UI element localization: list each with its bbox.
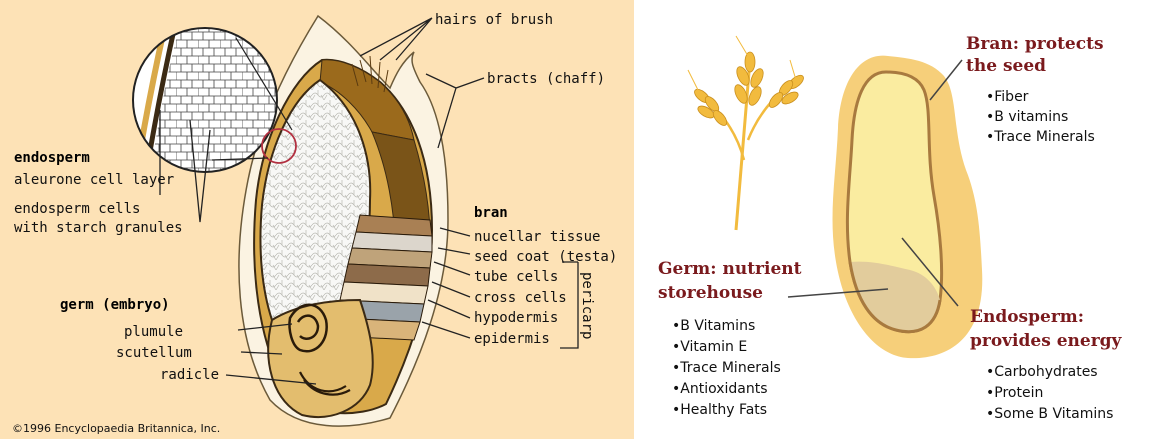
- label-aleurone: aleurone cell layer: [14, 172, 174, 188]
- germ-item: •Healthy Fats: [672, 402, 767, 418]
- label-plumule: plumule: [124, 324, 183, 340]
- bran-item: •B vitamins: [986, 109, 1068, 125]
- germ-heading-line2: storehouse: [658, 283, 763, 303]
- label-scutellum: scutellum: [116, 345, 192, 361]
- label-seed-coat: seed coat (testa): [474, 249, 617, 265]
- label-tube-cells: tube cells: [474, 269, 558, 285]
- label-radicle: radicle: [160, 367, 219, 383]
- kernel-nutrition-illustration: Bran: protects the seed •Fiber •B vitami…: [640, 0, 1155, 439]
- germ-region: [268, 300, 373, 417]
- germ-heading-line1: Germ: nutrient: [658, 259, 802, 279]
- label-cross-cells: cross cells: [474, 290, 567, 306]
- endosperm-item: •Some B Vitamins: [986, 406, 1113, 422]
- label-endosperm-cells-line2: with starch granules: [14, 220, 183, 236]
- bran-item: •Fiber: [986, 89, 1029, 105]
- bran-item: •Trace Minerals: [986, 129, 1095, 145]
- germ-item: •B Vitamins: [672, 318, 755, 334]
- wheat-kernel-nutrition-diagram: Bran: protects the seed •Fiber •B vitami…: [640, 0, 1155, 439]
- label-bran: bran: [474, 205, 508, 221]
- bran-heading-line1: Bran: protects: [966, 34, 1104, 54]
- wheat-kernel-cross-section-diagram: hairs of brush bracts (chaff) endosperm …: [0, 0, 634, 439]
- copyright-notice: ©1996 Encyclopaedia Britannica, Inc.: [12, 422, 220, 435]
- label-endosperm-cells-line1: endosperm cells: [14, 201, 140, 217]
- endosperm-heading-line1: Endosperm:: [970, 307, 1084, 327]
- label-hypodermis: hypodermis: [474, 310, 558, 326]
- germ-item: •Trace Minerals: [672, 360, 781, 376]
- kernel-illustration: hairs of brush bracts (chaff) endosperm …: [0, 0, 634, 439]
- label-bracts: bracts (chaff): [487, 71, 605, 87]
- label-pericarp: pericarp: [579, 272, 595, 339]
- wheat-stalk-icon: [688, 36, 806, 230]
- germ-item: •Antioxidants: [672, 381, 768, 397]
- label-endosperm: endosperm: [14, 150, 90, 166]
- germ-item: •Vitamin E: [672, 339, 747, 355]
- endosperm-heading-line2: provides energy: [970, 331, 1123, 351]
- label-germ: germ (embryo): [60, 297, 170, 313]
- label-epidermis: epidermis: [474, 331, 550, 347]
- label-nucellar-tissue: nucellar tissue: [474, 229, 600, 245]
- label-hairs-of-brush: hairs of brush: [435, 12, 553, 28]
- bran-heading-line2: the seed: [966, 56, 1046, 76]
- endosperm-item: •Carbohydrates: [986, 364, 1098, 380]
- endosperm-item: •Protein: [986, 385, 1043, 401]
